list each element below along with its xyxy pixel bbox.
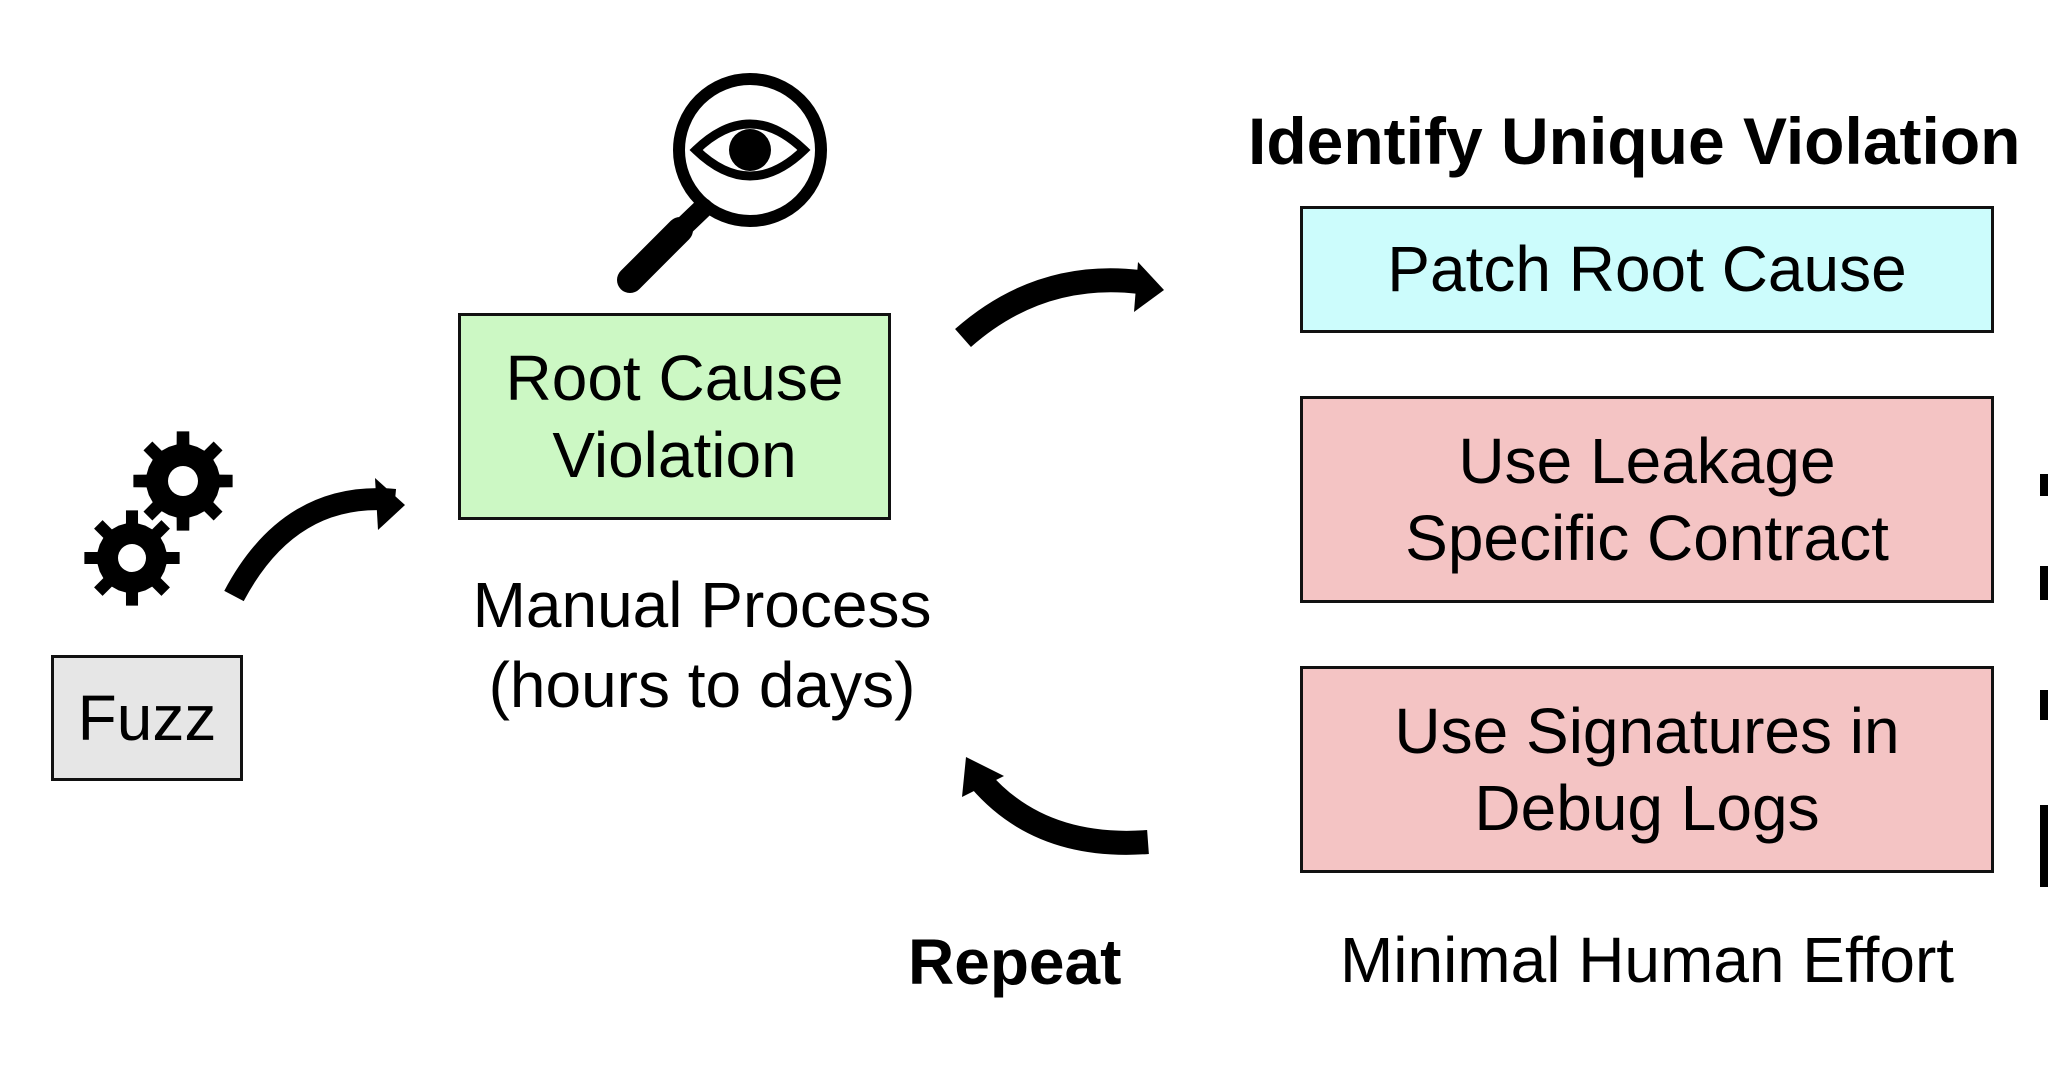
arrow-curve-2 xyxy=(955,268,1142,348)
option-3-line-1: Use Signatures in xyxy=(1394,694,1900,767)
option-2-line-1: Use Leakage xyxy=(1458,424,1836,497)
manual-process-line-1: Manual Process xyxy=(472,569,932,641)
arrow-curve-1 xyxy=(224,488,397,602)
arrow-curve-3 xyxy=(970,772,1149,855)
root-cause-line-1: Root Cause xyxy=(505,341,844,414)
option-3-line-2: Debug Logs xyxy=(1474,771,1820,844)
fuzz-label: Fuzz xyxy=(77,681,217,754)
option-patch-root-cause: Patch Root Cause xyxy=(1300,206,1994,333)
repeat-label: Repeat xyxy=(908,926,1122,998)
gear-hole xyxy=(168,466,198,496)
root-cause-line-2: Violation xyxy=(552,418,797,491)
manual-process-line-2: (hours to days) xyxy=(488,649,916,721)
arrow-head-3 xyxy=(962,757,1004,797)
fuzz-box: Fuzz xyxy=(51,655,243,781)
option-leakage-contract: Use Leakage Specific Contract xyxy=(1300,396,1994,603)
root-cause-box: Root Cause Violation xyxy=(458,313,891,520)
gear-small-icon xyxy=(84,510,180,606)
minimal-effort-label: Minimal Human Effort xyxy=(1339,924,1955,996)
side-mark-3 xyxy=(2040,690,2048,720)
gear-large-icon xyxy=(133,431,233,531)
gear-hole xyxy=(118,544,146,572)
side-mark-4 xyxy=(2040,805,2048,887)
arrow-head-1 xyxy=(375,478,405,530)
arrow-head-2 xyxy=(1134,262,1164,312)
side-mark-2 xyxy=(2040,566,2048,600)
magnifier-eye-icon xyxy=(617,73,827,293)
option-debug-signatures: Use Signatures in Debug Logs xyxy=(1300,666,1994,873)
identify-title: Identify Unique Violation xyxy=(1248,104,2021,178)
manual-process-text: Manual Process (hours to days) xyxy=(452,565,952,725)
side-mark-1 xyxy=(2040,474,2048,496)
option-1-line-1: Patch Root Cause xyxy=(1387,233,1907,306)
option-2-line-2: Specific Contract xyxy=(1405,501,1889,574)
gears-icon xyxy=(84,431,233,606)
